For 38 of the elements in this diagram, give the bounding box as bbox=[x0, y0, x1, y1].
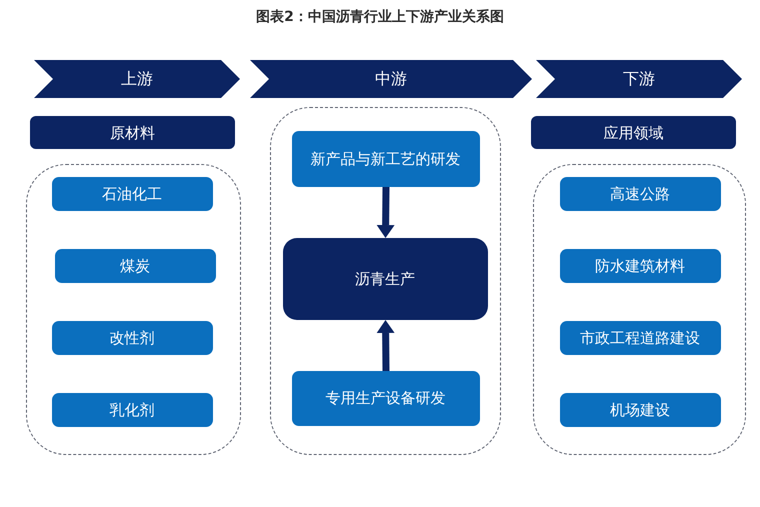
dashed-group-frame bbox=[533, 164, 746, 455]
entry-label: 高速公路 bbox=[610, 184, 670, 202]
arrow bbox=[376, 320, 395, 372]
stage-header-banner bbox=[250, 60, 532, 98]
stage-header-banner bbox=[34, 60, 240, 98]
entry-label: 防水建筑材料 bbox=[595, 256, 685, 274]
category-header-bar bbox=[531, 116, 736, 149]
entry-label: 乳化剂 bbox=[110, 400, 154, 418]
entry-tile bbox=[560, 176, 720, 210]
entry-label: 机场建设 bbox=[610, 400, 670, 418]
entry-tile bbox=[292, 370, 480, 426]
arrow bbox=[376, 186, 395, 238]
entry-label: 改性剂 bbox=[110, 328, 154, 346]
entry-tile bbox=[52, 176, 212, 210]
entry-label: 石油化工 bbox=[102, 184, 162, 202]
entry-tile bbox=[52, 320, 212, 354]
stage-header-banner bbox=[536, 60, 742, 98]
entry-tile bbox=[560, 248, 720, 282]
entry-label: 煤炭 bbox=[120, 256, 150, 274]
category-label: 应用领域 bbox=[604, 124, 664, 142]
stage-label: 下游 bbox=[623, 69, 655, 89]
diagram-title: 图表2：中国沥青行业上下游产业关系图 bbox=[256, 9, 504, 26]
entry-tile bbox=[52, 392, 212, 426]
dashed-group-frame bbox=[26, 164, 241, 455]
core-process-block bbox=[282, 238, 488, 320]
entry-label: 新产品与新工艺的研发 bbox=[310, 150, 460, 168]
process-label: 沥青生产 bbox=[355, 270, 415, 288]
entry-label: 市政工程道路建设 bbox=[580, 328, 700, 346]
stage-label: 上游 bbox=[121, 69, 153, 89]
entry-tile bbox=[292, 130, 480, 186]
entry-tile bbox=[560, 392, 720, 426]
category-label: 原材料 bbox=[110, 124, 155, 142]
category-header-bar bbox=[30, 116, 235, 149]
entry-tile bbox=[560, 320, 720, 354]
stage-label: 中游 bbox=[375, 69, 407, 89]
entry-tile bbox=[54, 248, 216, 282]
dashed-group-frame bbox=[270, 107, 501, 455]
entry-label: 专用生产设备研发 bbox=[326, 389, 446, 407]
